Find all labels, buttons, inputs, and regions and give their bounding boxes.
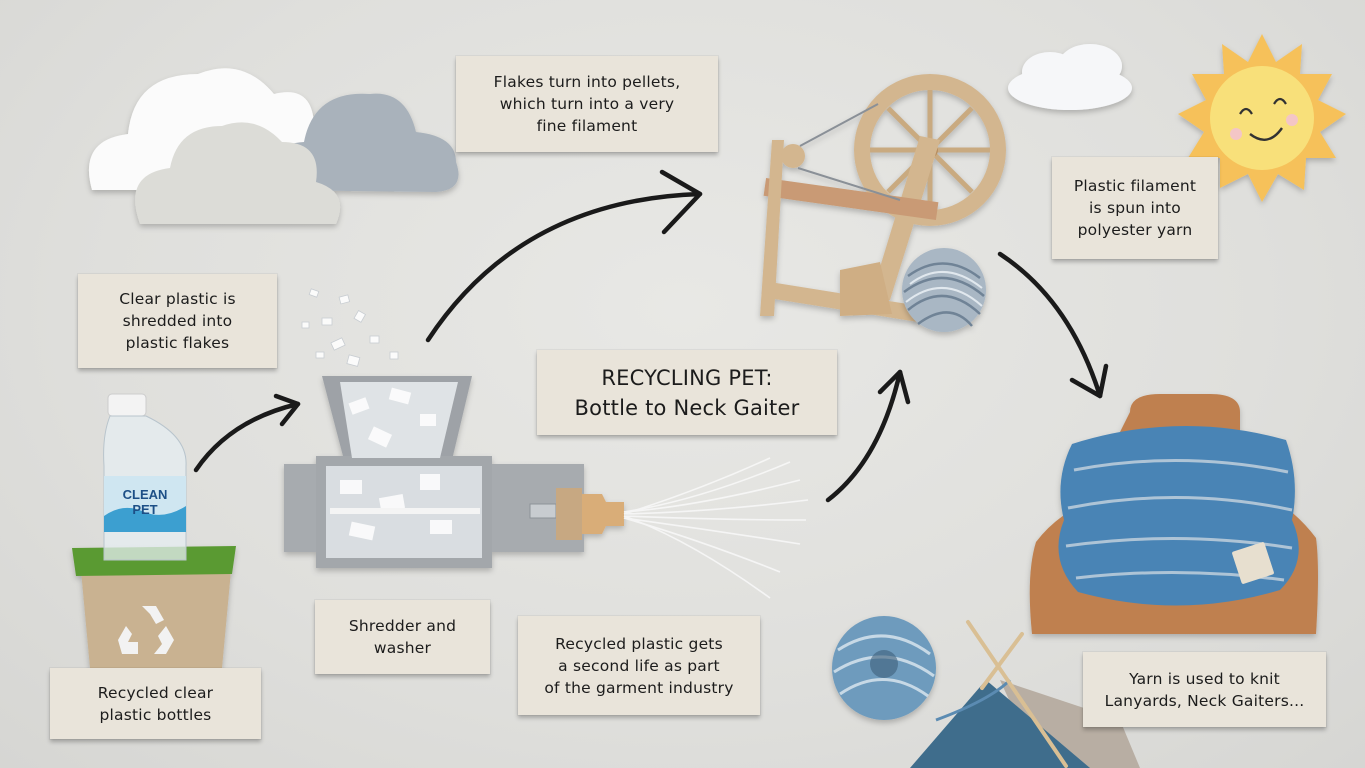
label-line: polyester yarn [1077, 221, 1193, 239]
spinning-wheel-icon [760, 74, 1006, 322]
label-line: plastic flakes [125, 334, 230, 352]
title-label: RECYCLING PET: Bottle to Neck Gaiter [537, 350, 837, 435]
label-line: fine filament [536, 117, 638, 135]
step-label-shred: Clear plastic is shredded into plastic f… [78, 274, 277, 368]
label-line: of the garment industry [544, 678, 734, 697]
label-line: Lanyards, Neck Gaiters... [1104, 691, 1305, 710]
label-line: Recycled plastic gets [555, 634, 723, 653]
title-line2: Bottle to Neck Gaiter [574, 395, 800, 420]
label-line: Flakes turn into pellets, [493, 73, 681, 91]
arrow-icon [193, 169, 1109, 503]
label-line: a second life as part [558, 656, 720, 675]
step-label-bottles: Recycled clear plastic bottles [50, 668, 261, 739]
bottle-label-line2: PET [132, 502, 157, 517]
label-line: Shredder and [348, 617, 457, 635]
yarn-ball-icon [902, 248, 986, 332]
shredder-icon [284, 376, 624, 568]
title-line1: RECYCLING PET: [601, 365, 773, 390]
step-label-pellets: Flakes turn into pellets, which turn int… [456, 56, 718, 152]
label-line: which turn into a very [499, 95, 675, 113]
cloud-icon [1008, 44, 1132, 110]
label-line: Yarn is used to knit [1129, 669, 1280, 688]
bottle-label-line1: CLEAN [123, 487, 168, 502]
label-line: plastic bottles [99, 705, 212, 724]
recycle-icon [118, 606, 174, 654]
step-label-second-life: Recycled plastic gets a second life as p… [518, 616, 760, 715]
label-line: Clear plastic is [119, 290, 236, 308]
label-line: is spun into [1089, 199, 1181, 217]
yarn-ball-icon [832, 616, 936, 720]
knitting-needles-icon [966, 620, 1068, 768]
plastic-flakes-icon [301, 288, 399, 367]
step-label-shredder: Shredder and washer [315, 600, 490, 674]
knitting-swatch-icon [910, 678, 1140, 768]
cloud-icon [88, 68, 459, 224]
label-line: shredded into [122, 312, 233, 330]
step-label-spun: Plastic filament is spun into polyester … [1052, 157, 1218, 259]
label-line: Recycled clear [97, 683, 214, 702]
sun-icon [1178, 34, 1346, 202]
filament-icon [623, 457, 809, 599]
neck-gaiter-icon [1029, 394, 1318, 634]
step-label-knit: Yarn is used to knit Lanyards, Neck Gait… [1083, 652, 1326, 727]
label-line: Plastic filament [1073, 177, 1197, 195]
bottle-icon: CLEAN PET [103, 393, 187, 561]
label-line: washer [373, 639, 432, 657]
recycle-bin-icon [72, 546, 236, 668]
